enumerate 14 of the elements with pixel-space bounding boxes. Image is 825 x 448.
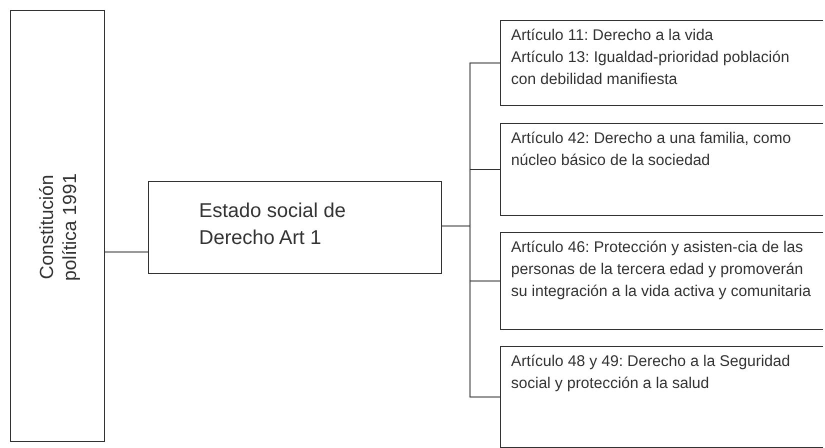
process-box [500,20,823,106]
node-label: Artículo 11: Derecho a la vida [511,26,714,46]
rotated-label-box [10,10,105,442]
process-box [500,346,823,448]
node-label: Constitución política 1991 [36,172,82,283]
process-box [500,232,823,330]
node-label: Artículo 42: Derecho a una familia, como núcleo básico de la sociedad [511,129,792,171]
node-label: Artículo 46: Protección y asisten-cia de las personas de la tercera edad y promoverán su integración a la vida activa y comunitaria [511,238,812,302]
node-label: Artículo 13: Igualdad-prioridad población con debilidad manifiesta [511,48,790,90]
node-label: Estado social de Derecho Art 1 [199,199,347,251]
process-box [500,123,823,216]
connector-line [442,226,500,398]
process-box [148,181,442,274]
node-label: Artículo 48 y 49: Derecho a la Seguridad social y protección a la salud [511,352,792,394]
